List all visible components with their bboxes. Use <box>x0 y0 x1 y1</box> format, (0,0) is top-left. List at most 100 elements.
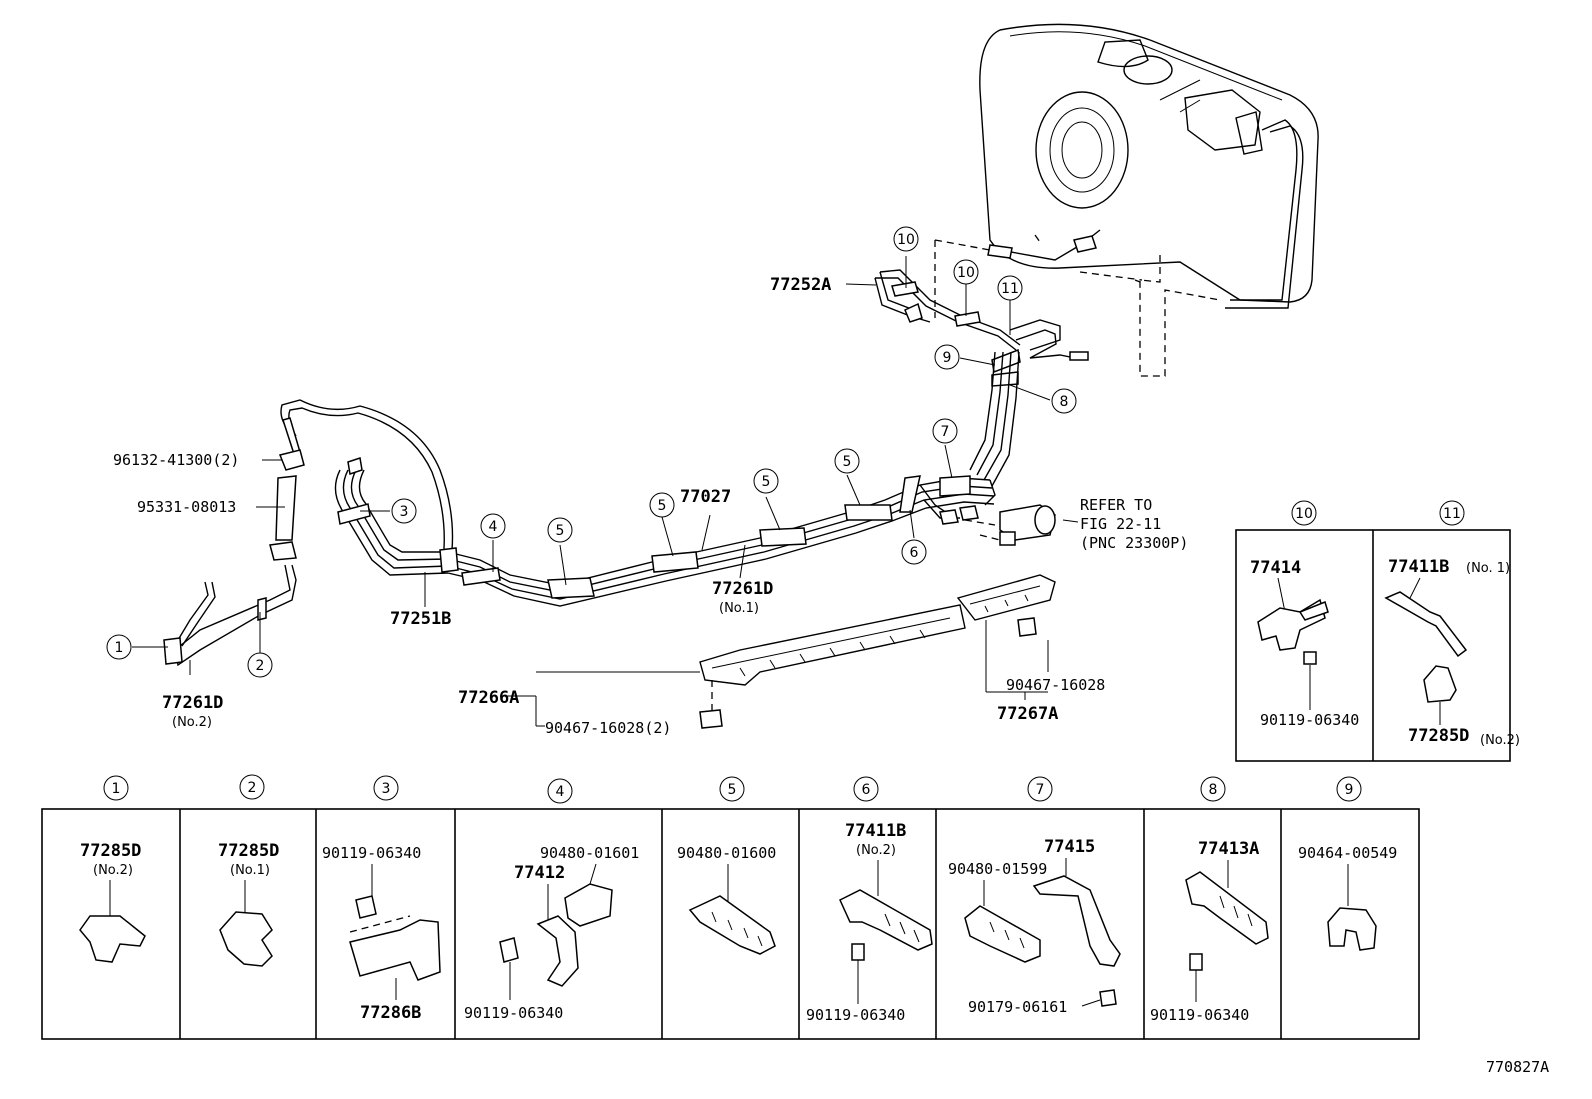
detail-6: 6 77411B (No.2) 90119-06340 <box>806 776 933 1024</box>
detail-3: 3 90119-06340 77286B <box>322 775 441 1023</box>
svg-text:77411B: 77411B <box>1388 557 1449 577</box>
label-77261D-no1: 77261D <box>712 579 773 599</box>
callout-5a: 5 <box>834 448 860 474</box>
svg-text:1: 1 <box>112 781 121 797</box>
svg-text:5: 5 <box>556 523 565 539</box>
svg-text:90119-06340: 90119-06340 <box>1260 711 1359 729</box>
detail-row-frame <box>41 808 1420 1040</box>
fuel-tank <box>979 23 1319 303</box>
label-96132-41300: 96132-41300(2) <box>113 451 239 469</box>
svg-text:77411B: 77411B <box>845 821 906 841</box>
svg-text:6: 6 <box>910 545 919 561</box>
detail-7: 7 90480-01599 77415 90179-06161 <box>948 776 1121 1016</box>
callout-1: 1 <box>106 634 132 660</box>
svg-text:4: 4 <box>556 784 565 800</box>
label-refer-pnc: (PNC 23300P) <box>1080 534 1188 552</box>
svg-text:77286B: 77286B <box>360 1003 421 1023</box>
svg-text:90464-00549: 90464-00549 <box>1298 844 1397 862</box>
callout-3: 3 <box>391 498 417 524</box>
detail-10: 10 77414 90119-06340 <box>1250 500 1359 729</box>
svg-text:8: 8 <box>1060 394 1069 410</box>
svg-text:77414: 77414 <box>1250 558 1301 578</box>
svg-text:8: 8 <box>1209 782 1218 798</box>
label-77027: 77027 <box>680 487 731 507</box>
svg-text:5: 5 <box>843 454 852 470</box>
leader-lines <box>132 256 1079 727</box>
svg-text:77412: 77412 <box>514 863 565 883</box>
svg-text:5: 5 <box>658 498 667 514</box>
callout-9: 9 <box>934 344 960 370</box>
svg-text:2: 2 <box>248 780 257 796</box>
label-90467-16028: 90467-16028 <box>1006 676 1105 694</box>
callout-8: 8 <box>1051 388 1077 414</box>
svg-text:90119-06340: 90119-06340 <box>806 1006 905 1024</box>
skid-plate-77267A <box>956 574 1056 621</box>
svg-text:2: 2 <box>256 658 265 674</box>
svg-text:5: 5 <box>762 474 771 490</box>
svg-text:4: 4 <box>489 519 498 535</box>
svg-text:90179-06161: 90179-06161 <box>968 998 1067 1016</box>
svg-text:1: 1 <box>115 640 124 656</box>
callout-6: 6 <box>901 539 927 565</box>
svg-text:5: 5 <box>728 782 737 798</box>
callout-10a: 10 <box>893 226 919 252</box>
callout-5c: 5 <box>649 492 675 518</box>
callout-7: 7 <box>932 418 958 444</box>
callout-5d: 5 <box>547 517 573 543</box>
svg-text:77285D: 77285D <box>218 841 279 861</box>
label-95331-08013: 95331-08013 <box>137 498 236 516</box>
svg-text:(No.2): (No.2) <box>1480 733 1520 748</box>
detail-4: 4 90480-01601 77412 90119-06340 <box>464 778 639 1022</box>
svg-text:77413A: 77413A <box>1198 839 1259 859</box>
svg-text:7: 7 <box>941 424 950 440</box>
svg-text:11: 11 <box>1443 506 1461 522</box>
callout-11: 11 <box>997 275 1023 301</box>
label-77261D-no2-sub: (No.2) <box>172 715 212 730</box>
svg-text:90119-06340: 90119-06340 <box>464 1004 563 1022</box>
detail-2: 2 77285D (No.1) <box>218 774 279 967</box>
svg-text:90119-06340: 90119-06340 <box>322 844 421 862</box>
svg-text:77415: 77415 <box>1044 837 1095 857</box>
detail-5: 5 90480-01600 <box>677 776 776 955</box>
label-77251B: 77251B <box>390 609 451 629</box>
skid-plate-77266A <box>699 604 966 686</box>
callout-5b: 5 <box>753 468 779 494</box>
label-77267A: 77267A <box>997 704 1058 724</box>
svg-text:3: 3 <box>382 781 391 797</box>
svg-text:90480-01599: 90480-01599 <box>948 860 1047 878</box>
svg-text:10: 10 <box>897 232 915 248</box>
callout-10b: 10 <box>953 259 979 285</box>
svg-text:3: 3 <box>400 504 409 520</box>
svg-text:9: 9 <box>943 350 952 366</box>
svg-text:9: 9 <box>1345 782 1354 798</box>
fuel-filter-ref <box>964 504 1056 546</box>
label-90467-16028-2: 90467-16028(2) <box>545 719 671 737</box>
svg-text:(No. 1): (No. 1) <box>1466 561 1510 576</box>
label-refer-to: REFER TO <box>1080 496 1152 514</box>
svg-text:90480-01601: 90480-01601 <box>540 844 639 862</box>
detail-box-10-11 <box>1235 529 1511 762</box>
label-77252A: 77252A <box>770 275 831 295</box>
detail-1: 1 77285D (No.2) <box>79 775 146 963</box>
svg-text:7: 7 <box>1036 782 1045 798</box>
svg-text:77285D: 77285D <box>1408 726 1469 746</box>
callout-2: 2 <box>247 652 273 678</box>
svg-text:6: 6 <box>862 782 871 798</box>
svg-text:(No.2): (No.2) <box>856 843 896 858</box>
label-77261D-no2: 77261D <box>162 693 223 713</box>
callout-4: 4 <box>480 513 506 539</box>
svg-text:(No.2): (No.2) <box>93 863 133 878</box>
svg-text:90480-01600: 90480-01600 <box>677 844 776 862</box>
svg-text:90119-06340: 90119-06340 <box>1150 1006 1249 1024</box>
svg-text:(No.1): (No.1) <box>230 863 270 878</box>
detail-11: 11 77411B (No. 1) 77285D (No.2) <box>1384 500 1520 748</box>
label-refer-fig: FIG 22-11 <box>1080 515 1161 533</box>
detail-8: 8 77413A 90119-06340 <box>1150 776 1269 1024</box>
diagram-id: 770827A <box>1486 1058 1549 1076</box>
svg-text:11: 11 <box>1001 281 1019 297</box>
detail-9: 9 90464-00549 <box>1298 776 1397 951</box>
svg-text:77285D: 77285D <box>80 841 141 861</box>
label-77261D-no1-sub: (No.1) <box>719 601 759 616</box>
svg-text:10: 10 <box>957 265 975 281</box>
